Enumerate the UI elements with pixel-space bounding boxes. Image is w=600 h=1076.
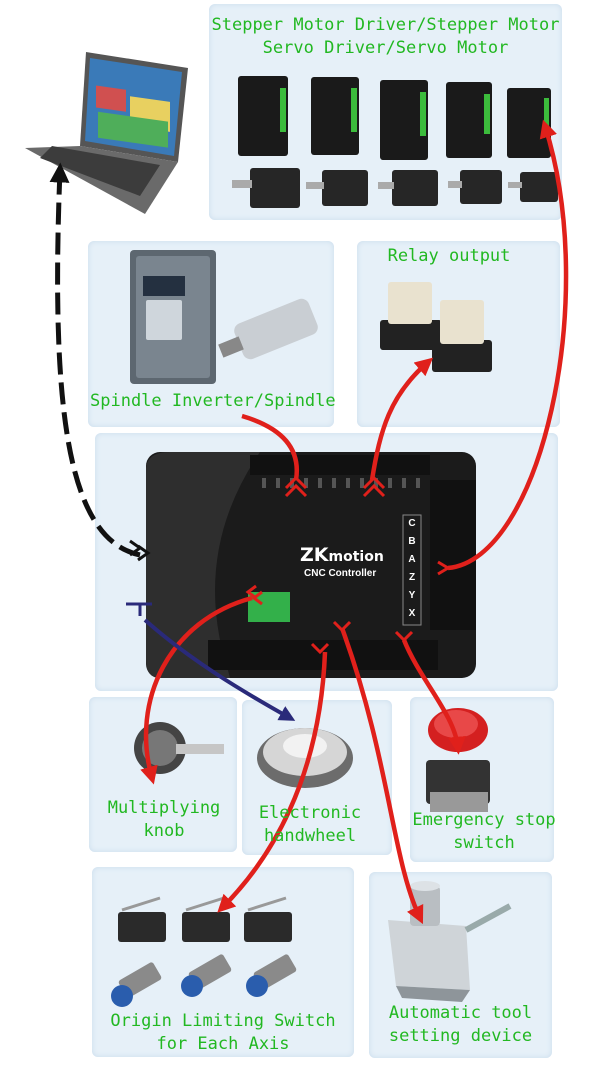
motor-icon — [232, 168, 558, 208]
axis-label: Z — [408, 572, 416, 583]
arrow-to-laptop — [49, 162, 141, 558]
controller-model: CNC Controller — [304, 568, 377, 579]
limit-switch-icon — [118, 896, 292, 942]
arrow-to-driver — [447, 119, 569, 571]
driver-icon — [238, 76, 551, 160]
arrow-to-estop — [401, 639, 466, 755]
handwheel-icon — [257, 728, 353, 788]
arrow-to-toolset — [339, 627, 424, 925]
arrow-from-spindle — [241, 413, 299, 481]
arrow-to-knob — [140, 595, 253, 785]
proximity-sensor-icon — [111, 954, 297, 1007]
arrow-to-relay — [369, 357, 434, 481]
spindle-icon — [218, 298, 318, 360]
axis-label: Y — [408, 590, 416, 601]
inverter-icon — [130, 250, 216, 384]
axis-label: X — [408, 608, 416, 619]
arrow-to-handwheel — [143, 618, 296, 721]
relay-icon — [380, 282, 492, 372]
controller-brand: ZKmotion — [300, 544, 384, 566]
estop-icon — [426, 708, 490, 812]
arrow-to-limit — [217, 651, 328, 913]
axis-label: A — [408, 554, 416, 565]
tool-setter-icon — [388, 881, 512, 1002]
axis-label: B — [408, 536, 416, 547]
terminal-pins — [262, 478, 420, 488]
laptop-icon — [25, 52, 188, 214]
axis-label: C — [408, 518, 416, 529]
label-relay-output: Relay output — [387, 246, 511, 266]
label-spindle: Spindle Inverter/Spindle — [90, 391, 336, 411]
